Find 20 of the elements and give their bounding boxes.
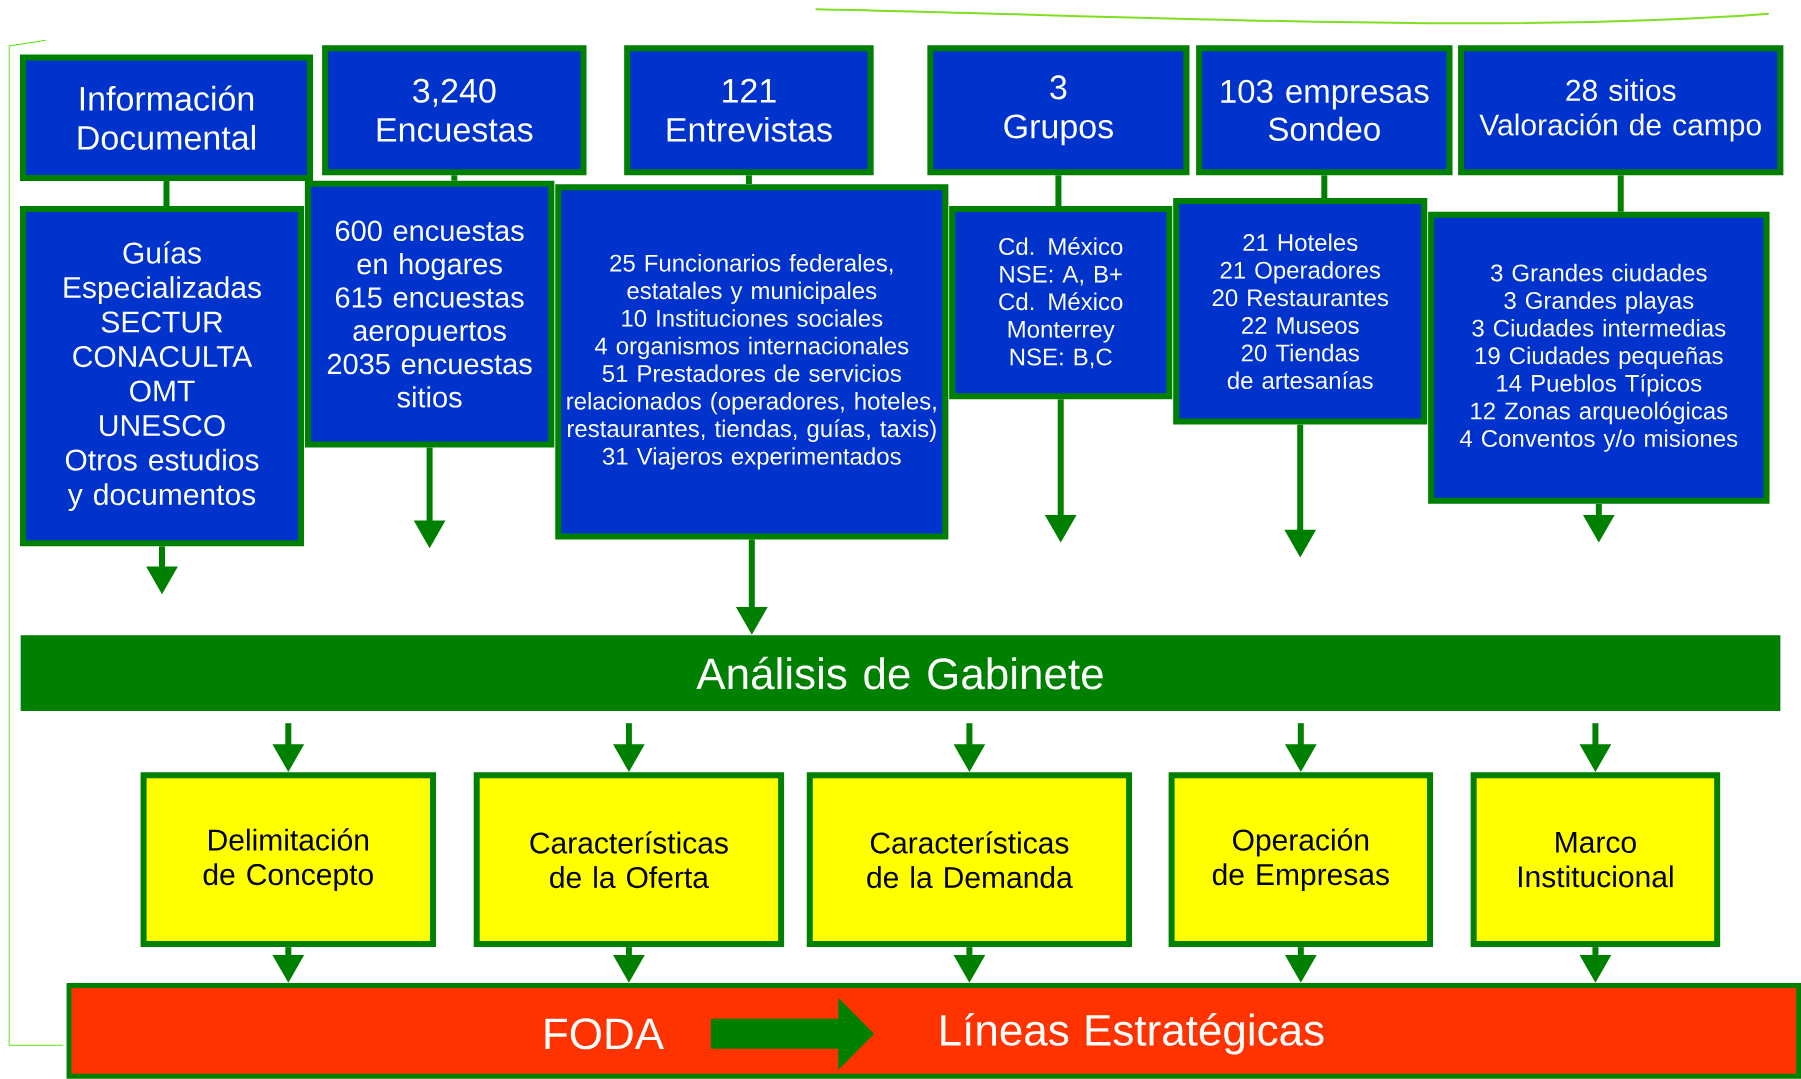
header-box: Información Documental: [19, 54, 314, 181]
detail-box: 21 Hoteles 21 Operadores 20 Restaurantes 22 Museos 20 Tiendas de artesanías: [1173, 198, 1428, 425]
topic-box: Operación de Empresas: [1168, 772, 1433, 948]
header-box: 3 Grupos: [927, 45, 1190, 176]
topic-box: Delimitación de Concepto: [140, 772, 436, 948]
detail-box: 3 Grandes ciudades 3 Grandes playas 3 Ciudades intermedias 19 Ciudades pequeñas 14 Pueblos Típicos 12 Zonas arqueológicas 4 Conventos y/o misiones: [1428, 211, 1770, 504]
header-box: 28 sitios Valoración de campo: [1458, 45, 1784, 176]
detail-box: 600 encuestas en hogares 615 encuestas aeropuertos 2035 encuestas sitios: [304, 180, 555, 448]
band-label: Líneas Estratégicas: [941, 1013, 1324, 1055]
header-box: 3,240 Encuestas: [322, 45, 587, 176]
detail-box: Guías Especializadas SECTUR CONACULTA OMT UNESCO Otros estudios y documentos: [20, 206, 304, 547]
header-box: 103 empresas Sondeo: [1196, 45, 1453, 176]
analysis-bar: Análisis de Gabinete: [20, 635, 1781, 711]
header-box: 121 Entrevistas: [624, 45, 874, 176]
topic-box: Características de la Demanda: [806, 772, 1133, 948]
result-band: [66, 983, 1801, 1079]
topic-box: Marco Institucional: [1470, 772, 1721, 948]
detail-box: Cd. México NSE: A, B+ Cd. México Monterrey NSE: B,C: [949, 206, 1173, 400]
band-label: FODA: [545, 1018, 665, 1050]
topic-box: Características de la Oferta: [473, 772, 785, 948]
